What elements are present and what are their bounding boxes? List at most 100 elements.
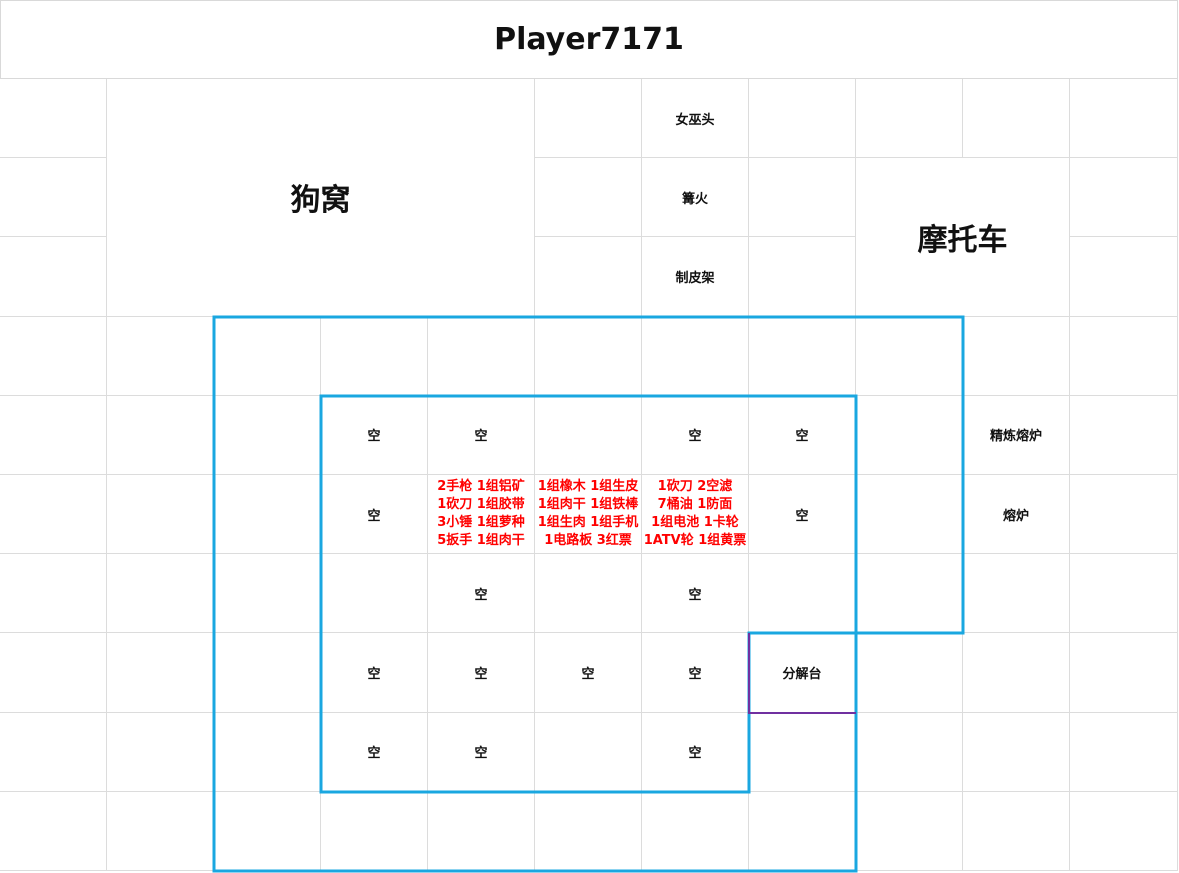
empty-cell[interactable] bbox=[856, 712, 963, 792]
empty-cell[interactable] bbox=[856, 633, 963, 713]
cell-empty[interactable]: 空 bbox=[749, 395, 856, 475]
cell-bonfire[interactable]: 篝火 bbox=[642, 158, 749, 238]
empty-cell[interactable] bbox=[535, 791, 642, 871]
empty-cell[interactable] bbox=[856, 395, 963, 475]
empty-cell[interactable] bbox=[856, 79, 963, 159]
empty-cell[interactable] bbox=[749, 791, 856, 871]
empty-cell[interactable] bbox=[963, 79, 1070, 159]
cell-empty[interactable]: 空 bbox=[642, 554, 749, 634]
cell-empty[interactable]: 空 bbox=[321, 474, 428, 555]
empty-cell[interactable] bbox=[107, 474, 214, 555]
cell-empty[interactable]: 空 bbox=[642, 633, 749, 713]
empty-cell[interactable] bbox=[107, 712, 214, 792]
empty-cell[interactable] bbox=[642, 791, 749, 871]
empty-cell[interactable] bbox=[107, 791, 214, 871]
empty-cell[interactable] bbox=[0, 633, 107, 713]
empty-cell[interactable] bbox=[214, 791, 321, 871]
empty-cell[interactable] bbox=[0, 158, 107, 238]
empty-cell[interactable] bbox=[0, 395, 107, 475]
empty-cell[interactable] bbox=[214, 633, 321, 713]
empty-cell[interactable] bbox=[214, 474, 321, 555]
empty-cell[interactable] bbox=[214, 395, 321, 475]
empty-cell[interactable] bbox=[0, 474, 107, 555]
cell-empty[interactable]: 空 bbox=[321, 395, 428, 475]
page-title[interactable]: Player7171 bbox=[0, 0, 1178, 79]
empty-cell[interactable] bbox=[1070, 554, 1178, 634]
empty-cell[interactable] bbox=[107, 633, 214, 713]
empty-cell[interactable] bbox=[856, 316, 963, 396]
empty-cell[interactable] bbox=[107, 554, 214, 634]
empty-cell[interactable] bbox=[749, 712, 856, 792]
cell-empty[interactable]: 空 bbox=[428, 712, 535, 792]
empty-cell[interactable] bbox=[1070, 395, 1178, 475]
cell-motorcycle[interactable]: 摩托车 bbox=[856, 158, 1070, 317]
empty-cell[interactable] bbox=[963, 712, 1070, 792]
empty-cell[interactable] bbox=[856, 791, 963, 871]
empty-cell[interactable] bbox=[0, 554, 107, 634]
empty-cell[interactable] bbox=[1070, 316, 1178, 396]
empty-cell[interactable] bbox=[1070, 237, 1178, 317]
storage-line: 1砍刀 1组胶带 bbox=[437, 497, 525, 513]
cell-empty[interactable]: 空 bbox=[321, 633, 428, 713]
empty-cell[interactable] bbox=[535, 158, 642, 238]
empty-cell[interactable] bbox=[963, 791, 1070, 871]
empty-cell[interactable] bbox=[749, 79, 856, 159]
empty-cell[interactable] bbox=[856, 554, 963, 634]
cell-empty[interactable]: 空 bbox=[321, 712, 428, 792]
empty-cell[interactable] bbox=[535, 712, 642, 792]
empty-cell[interactable] bbox=[963, 633, 1070, 713]
storage-line: 1组橡木 1组生皮 bbox=[537, 479, 639, 495]
cell-witch-head[interactable]: 女巫头 bbox=[642, 79, 749, 159]
empty-cell[interactable] bbox=[321, 316, 428, 396]
empty-cell[interactable] bbox=[0, 237, 107, 317]
empty-cell[interactable] bbox=[1070, 474, 1178, 555]
cell-furnace[interactable]: 熔炉 bbox=[963, 474, 1070, 555]
empty-cell[interactable] bbox=[963, 316, 1070, 396]
empty-cell[interactable] bbox=[856, 474, 963, 555]
empty-cell[interactable] bbox=[963, 554, 1070, 634]
empty-cell[interactable] bbox=[0, 791, 107, 871]
empty-cell[interactable] bbox=[321, 554, 428, 634]
cell-empty[interactable]: 空 bbox=[642, 712, 749, 792]
empty-cell[interactable] bbox=[1070, 712, 1178, 792]
cell-disassembly-table[interactable]: 分解台 bbox=[749, 633, 856, 713]
cell-empty[interactable]: 空 bbox=[428, 395, 535, 475]
empty-cell[interactable] bbox=[107, 316, 214, 396]
empty-cell[interactable] bbox=[0, 79, 107, 159]
empty-cell[interactable] bbox=[1070, 633, 1178, 713]
empty-cell[interactable] bbox=[749, 158, 856, 238]
empty-cell[interactable] bbox=[535, 395, 642, 475]
empty-cell[interactable] bbox=[428, 791, 535, 871]
empty-cell[interactable] bbox=[214, 712, 321, 792]
empty-cell[interactable] bbox=[749, 237, 856, 317]
empty-cell[interactable] bbox=[1070, 158, 1178, 238]
cell-dog-house[interactable]: 狗窝 bbox=[107, 79, 535, 317]
cell-empty[interactable]: 空 bbox=[428, 554, 535, 634]
empty-cell[interactable] bbox=[107, 395, 214, 475]
empty-cell[interactable] bbox=[428, 316, 535, 396]
empty-cell[interactable] bbox=[214, 316, 321, 396]
cell-empty[interactable]: 空 bbox=[749, 474, 856, 555]
cell-tanning-rack[interactable]: 制皮架 bbox=[642, 237, 749, 317]
empty-cell[interactable] bbox=[1070, 791, 1178, 871]
empty-cell[interactable] bbox=[535, 237, 642, 317]
empty-cell[interactable] bbox=[214, 554, 321, 634]
empty-cell[interactable] bbox=[642, 316, 749, 396]
cell-empty[interactable]: 空 bbox=[428, 633, 535, 713]
empty-cell[interactable] bbox=[749, 316, 856, 396]
empty-cell[interactable] bbox=[535, 79, 642, 159]
cell-empty[interactable]: 空 bbox=[642, 395, 749, 475]
empty-cell[interactable] bbox=[321, 791, 428, 871]
cell-empty[interactable]: 空 bbox=[535, 633, 642, 713]
cell-refining-furnace[interactable]: 精炼熔炉 bbox=[963, 395, 1070, 475]
empty-cell[interactable] bbox=[0, 712, 107, 792]
empty-cell[interactable] bbox=[1070, 79, 1178, 159]
empty-cell[interactable] bbox=[0, 316, 107, 396]
empty-cell[interactable] bbox=[535, 554, 642, 634]
empty-cell[interactable] bbox=[535, 316, 642, 396]
empty-cell[interactable] bbox=[749, 554, 856, 634]
